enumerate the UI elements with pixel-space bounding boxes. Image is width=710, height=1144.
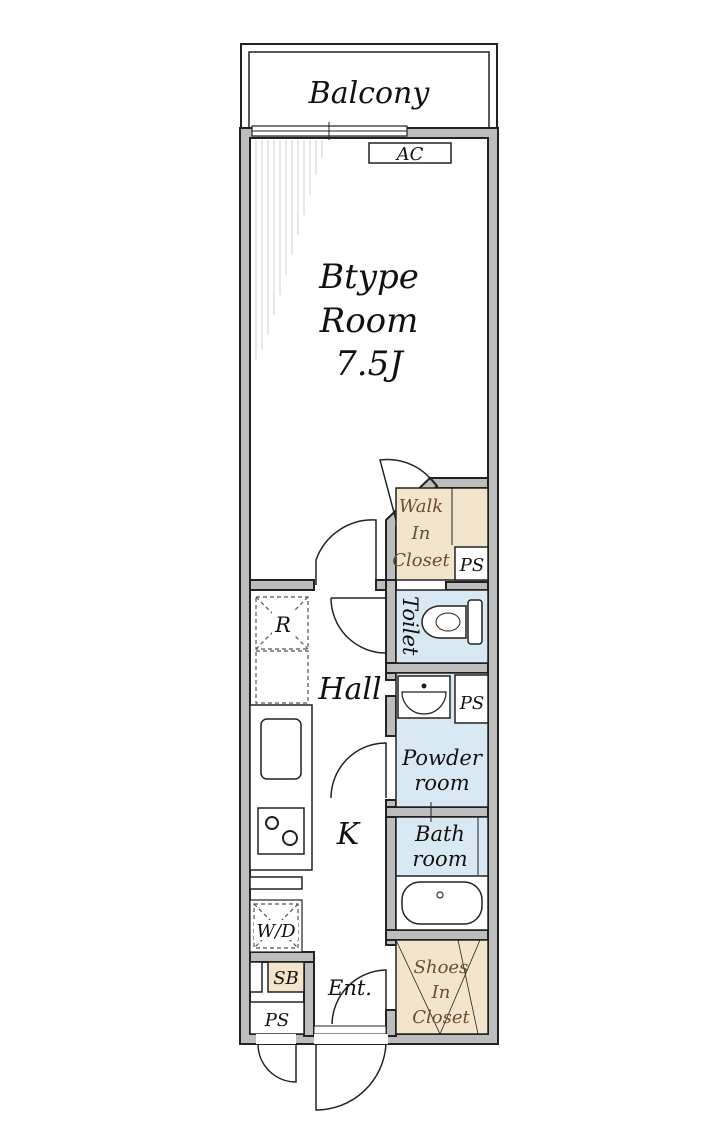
- ps-bottom-label: PS: [264, 1010, 289, 1031]
- balcony: Balcony: [240, 43, 498, 131]
- toilet-room: Toilet: [395, 589, 489, 664]
- walk-in-closet-label-3: Closet: [392, 550, 450, 571]
- hall-label: Hall: [317, 672, 381, 707]
- refrigerator-label: R: [274, 613, 291, 637]
- ac-unit: AC: [368, 142, 452, 165]
- bath-room: Bath room: [395, 802, 489, 931]
- curtain-hatch: [255, 140, 323, 360]
- room-door: [315, 519, 377, 585]
- walk-in-closet: Walk In Closet PS: [392, 487, 489, 581]
- washer-dryer-label: W/D: [257, 921, 297, 942]
- stove-icon: [257, 807, 305, 855]
- room-name-label: Room: [319, 301, 419, 341]
- powder-label-2: room: [414, 771, 469, 795]
- kitchen-counter: [249, 704, 313, 890]
- shoe-box-label: SB: [273, 968, 299, 989]
- walk-in-closet-label-2: In: [411, 523, 431, 544]
- washer-dryer-space: W/D: [249, 899, 303, 953]
- shoes-in-closet: Shoes In Closet: [395, 939, 489, 1035]
- powder-room: PS Powder room: [395, 672, 489, 808]
- room-size-label: 7.5J: [335, 344, 405, 384]
- toilet-icon: [421, 599, 483, 645]
- main-room: Btype Room 7.5J: [318, 257, 419, 384]
- powder-label-1: Powder: [401, 746, 484, 770]
- bath-label-1: Bath: [414, 822, 465, 846]
- entrance: Ent.: [313, 969, 387, 1035]
- balcony-label: Balcony: [308, 76, 431, 111]
- ac-label: AC: [395, 144, 424, 165]
- fridge-space: R: [255, 596, 309, 704]
- room-type-label: Btype: [318, 257, 419, 297]
- ps-top-label: PS: [459, 555, 484, 576]
- bath-label-2: room: [412, 847, 467, 871]
- ps-mid-label: PS: [459, 693, 484, 714]
- walk-in-closet-label-1: Walk: [399, 496, 443, 517]
- shoes-closet-label-3: Closet: [412, 1007, 470, 1028]
- entrance-label: Ent.: [327, 976, 372, 1000]
- toilet-door: [330, 597, 387, 654]
- sink-icon: [397, 675, 451, 719]
- toilet-label: Toilet: [398, 596, 422, 656]
- closet-door: [379, 458, 431, 521]
- kitchen-sink: [260, 718, 302, 780]
- entrance-storage: SB PS: [249, 961, 305, 1035]
- bathtub-icon: [395, 875, 489, 931]
- front-doors: [256, 1034, 388, 1111]
- shoes-closet-label-2: In: [431, 982, 451, 1003]
- kitchen-label: K: [336, 817, 361, 852]
- powder-door: [330, 742, 387, 799]
- balcony-window: [251, 122, 408, 140]
- shoes-closet-label-1: Shoes: [414, 957, 469, 978]
